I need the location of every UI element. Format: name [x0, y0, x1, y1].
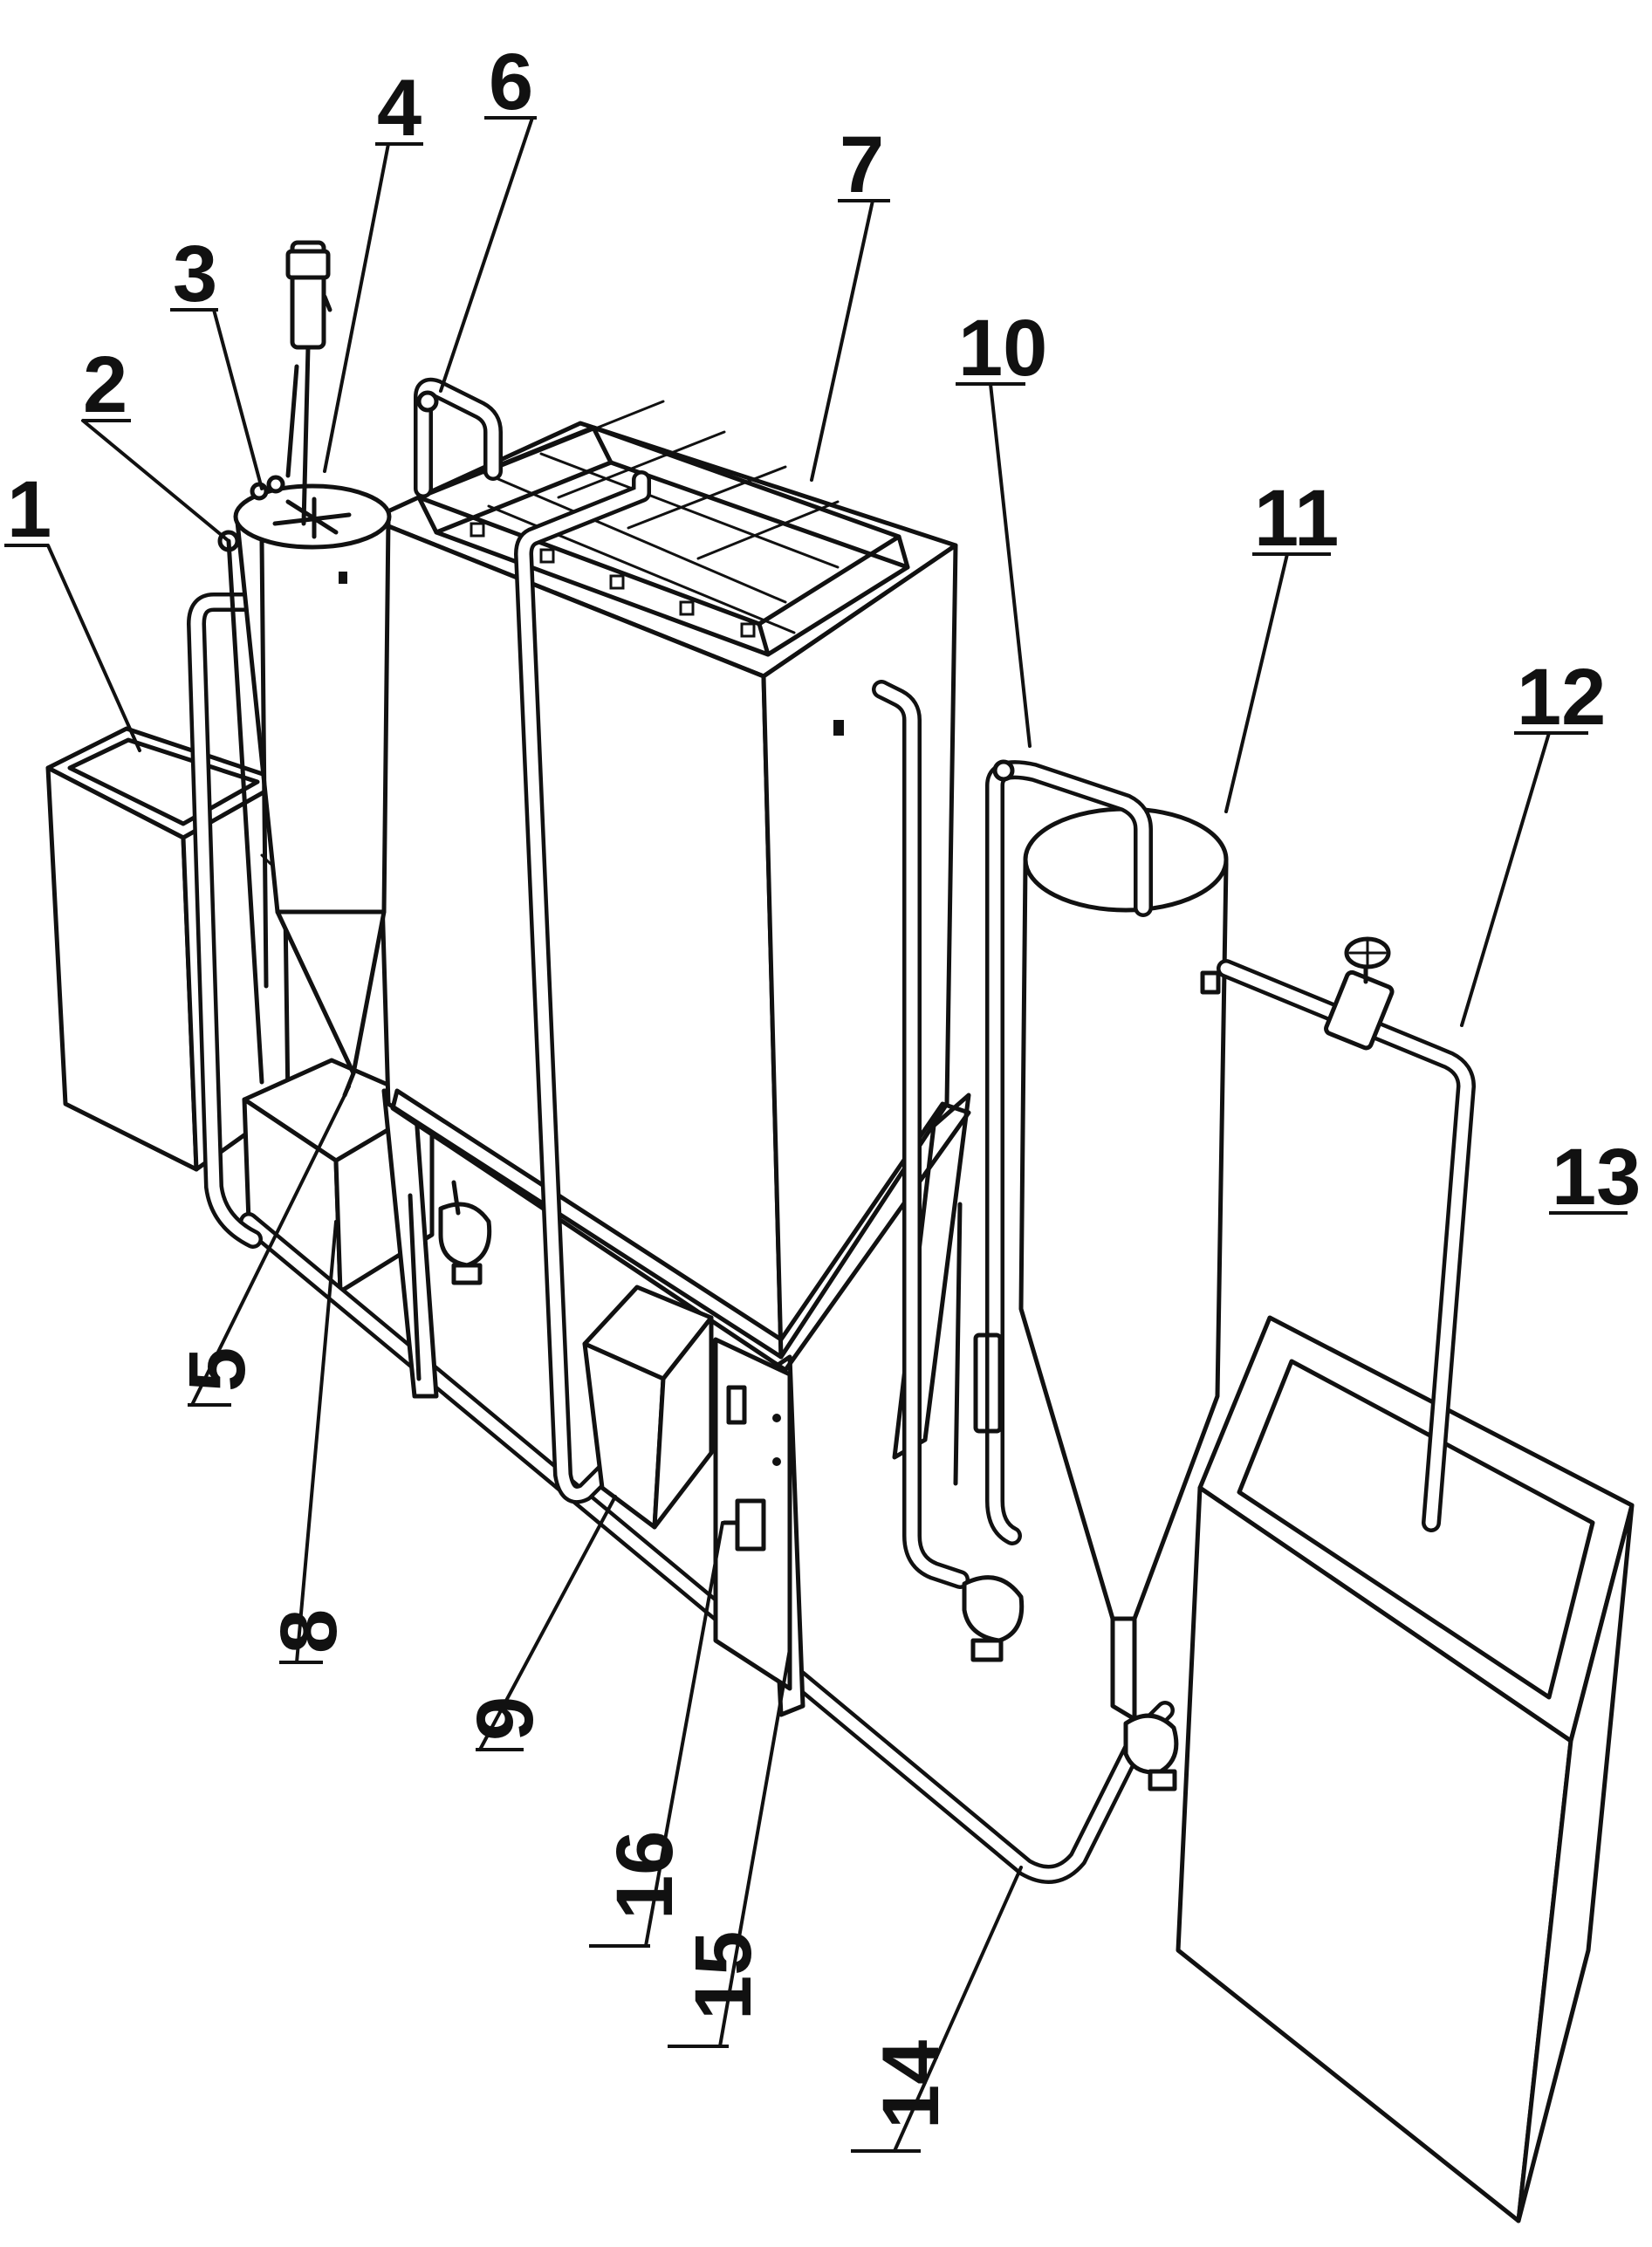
- leader-3: [212, 308, 264, 490]
- leader-4: [323, 142, 390, 473]
- transfer-pipe: [414, 377, 503, 498]
- control-cabinet: [713, 1337, 792, 1691]
- leader-14: [893, 1866, 1023, 2153]
- leader-10: [989, 382, 1032, 748]
- reactor-outlet-pipe: [872, 680, 970, 1589]
- reactor-internal-frame: [416, 400, 910, 657]
- leader-9: [478, 1495, 617, 1751]
- label-16: 16: [600, 1831, 689, 1920]
- label-underlines: [4, 116, 1628, 2153]
- clean-water-tank: [1176, 1315, 1635, 2223]
- valve: [1324, 936, 1395, 1051]
- label-7: 7: [840, 120, 884, 209]
- label-10: 10: [958, 304, 1047, 393]
- mixing-tank: [233, 475, 392, 1098]
- clear-water-pipe: [1217, 936, 1476, 1532]
- label-8: 8: [264, 1609, 353, 1654]
- label-12: 12: [1517, 653, 1606, 742]
- mid-pump: [962, 1575, 1025, 1662]
- part-labels: 1 2 3 4 5 6 7 8 9 10 11 12 13 14 15 16: [7, 38, 1641, 2129]
- label-5: 5: [173, 1347, 262, 1392]
- inlet-pipe: [187, 530, 311, 1249]
- power-supply-box: [582, 1284, 714, 1530]
- label-6: 6: [489, 38, 533, 127]
- leader-5: [190, 1085, 351, 1407]
- reactor-pump: [438, 1180, 492, 1285]
- return-pipe: [239, 1212, 1175, 1884]
- leader-15: [718, 1648, 792, 2048]
- leader-16: [644, 1521, 724, 1948]
- outlet-riser-pipe: [973, 759, 1153, 1545]
- leader-11: [1224, 552, 1289, 813]
- label-2: 2: [83, 340, 127, 429]
- leader-8: [295, 1220, 338, 1664]
- down-pipe: [514, 470, 651, 1504]
- label-13: 13: [1552, 1133, 1641, 1222]
- label-9: 9: [461, 1696, 550, 1741]
- settling-pump: [1123, 1713, 1179, 1791]
- leader-lines: [46, 116, 1551, 2153]
- label-11: 11: [1254, 474, 1339, 563]
- label-15: 15: [679, 1931, 768, 2020]
- leader-12: [1460, 731, 1551, 1027]
- label-14: 14: [867, 2040, 956, 2129]
- leader-6: [439, 116, 534, 393]
- leader-1: [46, 544, 141, 752]
- leader-7: [810, 199, 874, 482]
- label-3: 3: [173, 229, 217, 319]
- label-4: 4: [377, 64, 422, 153]
- leader-2: [81, 419, 230, 543]
- label-1: 1: [7, 465, 51, 554]
- agitator: [285, 240, 332, 526]
